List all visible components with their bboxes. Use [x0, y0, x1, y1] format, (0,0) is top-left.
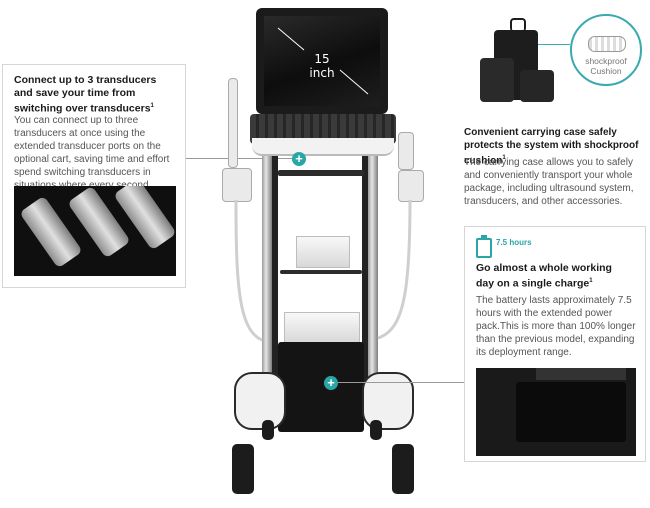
carrying-case-bag — [480, 58, 514, 102]
carrying-case-title: Convenient carrying case safely protects… — [464, 127, 639, 167]
cart-middle-shelf — [280, 270, 362, 274]
screen-size-label: 15 inch — [309, 52, 335, 80]
carrying-case-handle — [510, 18, 526, 32]
accessory-tray — [284, 312, 360, 344]
cart-left-pole-shadow — [272, 156, 278, 402]
battery-plus-marker[interactable]: + — [324, 376, 338, 390]
screen-diagonal-icon — [277, 27, 369, 95]
wheel-back-left — [262, 420, 274, 440]
power-pack-photo — [476, 368, 636, 456]
carrying-case-pouch — [520, 70, 554, 102]
shockproof-cushion-label: shockproof Cushion — [585, 56, 627, 76]
transducer-ports-photo — [14, 186, 176, 276]
wheel-front-right — [392, 444, 414, 494]
battery-body: The battery lasts approximately 7.5 hour… — [476, 295, 636, 358]
right-probe — [398, 132, 414, 170]
battery-title: Go almost a whole working day on a singl… — [476, 262, 612, 290]
left-probe — [228, 78, 238, 168]
battery-hours-badge: 7.5 hours — [496, 238, 532, 247]
power-pack-top — [536, 368, 626, 380]
transducers-plus-marker[interactable]: + — [292, 152, 306, 166]
transducers-connector-line — [186, 158, 294, 159]
control-panel-base — [252, 138, 394, 156]
case-connector-line — [538, 44, 570, 45]
battery-icon — [476, 238, 492, 258]
battery-connector-line — [338, 382, 464, 383]
carrying-case-body: The carrying case allows you to safely a… — [464, 157, 634, 207]
cart-upper-shelf — [278, 170, 364, 176]
power-pack-slot — [516, 382, 626, 442]
cart-left-pole — [262, 156, 272, 402]
left-probe-holder — [222, 168, 252, 202]
cart-base-left-foot — [234, 372, 286, 430]
battery-icon-cap — [481, 235, 487, 238]
cart-right-pole-shadow — [362, 156, 368, 402]
wheel-back-right — [370, 420, 382, 440]
shockproof-cushion-icon — [588, 36, 626, 52]
cart-right-pole — [368, 156, 378, 402]
power-pack-box — [278, 342, 364, 432]
printer-device — [296, 236, 350, 268]
monitor-screen — [264, 16, 380, 106]
wheel-front-left — [232, 444, 254, 494]
transducers-title: Connect up to 3 transducers and save you… — [14, 74, 157, 115]
